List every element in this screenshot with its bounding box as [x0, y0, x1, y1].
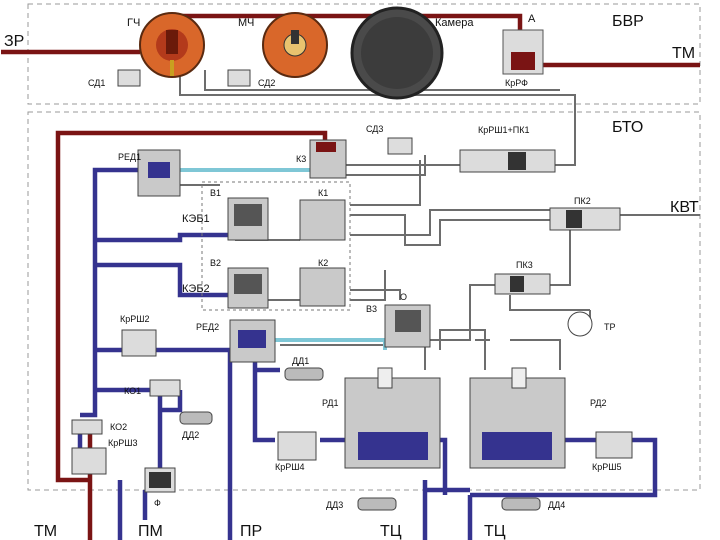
- brake-line-a-label: А: [528, 13, 536, 25]
- mch-label: МЧ: [238, 17, 254, 29]
- sd1-valve: [117, 69, 141, 87]
- krsh3-label: КрРШ3: [108, 438, 138, 448]
- pk3-label: ПК3: [516, 260, 533, 270]
- bvr-label: БВР: [612, 13, 644, 30]
- k3-unit: [309, 139, 347, 179]
- dd4-label: ДД4: [548, 500, 565, 510]
- bto-label: БТО: [612, 119, 643, 136]
- rd2-label: РД2: [590, 398, 607, 408]
- dd2-label: ДД2: [182, 430, 199, 440]
- k2-unit: [299, 267, 346, 307]
- keb1-label: КЭБ1: [182, 213, 210, 225]
- krrf-unit: [502, 29, 544, 75]
- filter-unit: [144, 467, 176, 493]
- red2-unit: [229, 319, 276, 363]
- keb2-label: КЭБ2: [182, 283, 210, 295]
- gch-label: ГЧ: [127, 17, 140, 29]
- dd2-unit: [179, 411, 213, 425]
- v2-unit: [227, 267, 269, 309]
- pr-label: ПР: [240, 523, 262, 540]
- pk2-label: ПК2: [574, 196, 591, 206]
- pk2-unit: [549, 207, 621, 231]
- krsh2-unit: [121, 329, 157, 357]
- dd3-unit: [357, 497, 397, 511]
- k2-label: К2: [318, 258, 328, 268]
- krsh3-unit: [71, 447, 107, 475]
- v3-label: В3: [366, 304, 377, 314]
- bto-block-frame: [27, 111, 701, 491]
- k1-unit: [299, 199, 346, 241]
- krsh4-unit: [277, 431, 317, 461]
- ko2-unit: [71, 419, 103, 435]
- krsh2-label: КрРШ2: [120, 314, 150, 324]
- rd1-label: РД1: [322, 398, 339, 408]
- dd3-label: ДД3: [326, 500, 343, 510]
- krsh5-label: КрРШ5: [592, 462, 622, 472]
- keb-frame: [201, 181, 351, 311]
- kamera-label: Камера: [435, 17, 474, 29]
- k3-label: К3: [296, 154, 306, 164]
- sd2-label: СД2: [258, 78, 275, 88]
- ko2-label: КО2: [110, 422, 127, 432]
- thin-pipes: [159, 70, 700, 370]
- tm-bottom-label: ТМ: [34, 523, 57, 540]
- ko1-label: КО1: [124, 386, 141, 396]
- dd1-unit: [284, 367, 324, 381]
- sd3-valve: [387, 137, 413, 155]
- red1-unit: [137, 149, 181, 197]
- sd3-label: СД3: [366, 124, 383, 134]
- v2-label: В2: [210, 258, 221, 268]
- v3-o-label: О: [400, 292, 407, 302]
- tr-unit: [567, 311, 593, 337]
- red2-label: РЕД2: [196, 322, 219, 332]
- dd4-unit: [501, 497, 541, 511]
- krsh1pk1-label: КрРШ1+ПК1: [478, 125, 529, 135]
- rd1-unit: [344, 367, 441, 469]
- tr-label: ТР: [604, 322, 616, 332]
- krsh1pk1-unit: [459, 149, 556, 173]
- gch-unit: [139, 12, 205, 78]
- tc2-label: ТЦ: [484, 523, 506, 540]
- red1-label: РЕД1: [118, 152, 141, 162]
- krsh5-unit: [595, 431, 633, 459]
- ko1-unit: [149, 379, 181, 397]
- rd2-unit: [469, 367, 566, 469]
- v3-unit: [384, 304, 431, 348]
- filter-label: Ф: [154, 498, 161, 508]
- krrf-label: КрРФ: [505, 78, 528, 88]
- k1-label: К1: [318, 188, 328, 198]
- v1-label: В1: [210, 188, 221, 198]
- v1-unit: [227, 197, 269, 241]
- dd1-label: ДД1: [292, 356, 309, 366]
- kvt-label: КВТ: [670, 199, 699, 216]
- sd1-label: СД1: [88, 78, 105, 88]
- zr-label: ЗР: [4, 33, 24, 50]
- pk3-unit: [494, 273, 551, 295]
- krsh4-label: КрРШ4: [275, 462, 305, 472]
- tm-right-label: ТМ: [672, 45, 695, 62]
- mch-unit: [262, 12, 328, 78]
- pm-label: ПМ: [138, 523, 163, 540]
- kamera-unit: [350, 6, 444, 100]
- sd2-valve: [227, 69, 251, 87]
- tc1-label: ТЦ: [380, 523, 402, 540]
- main-line: [77, 167, 658, 540]
